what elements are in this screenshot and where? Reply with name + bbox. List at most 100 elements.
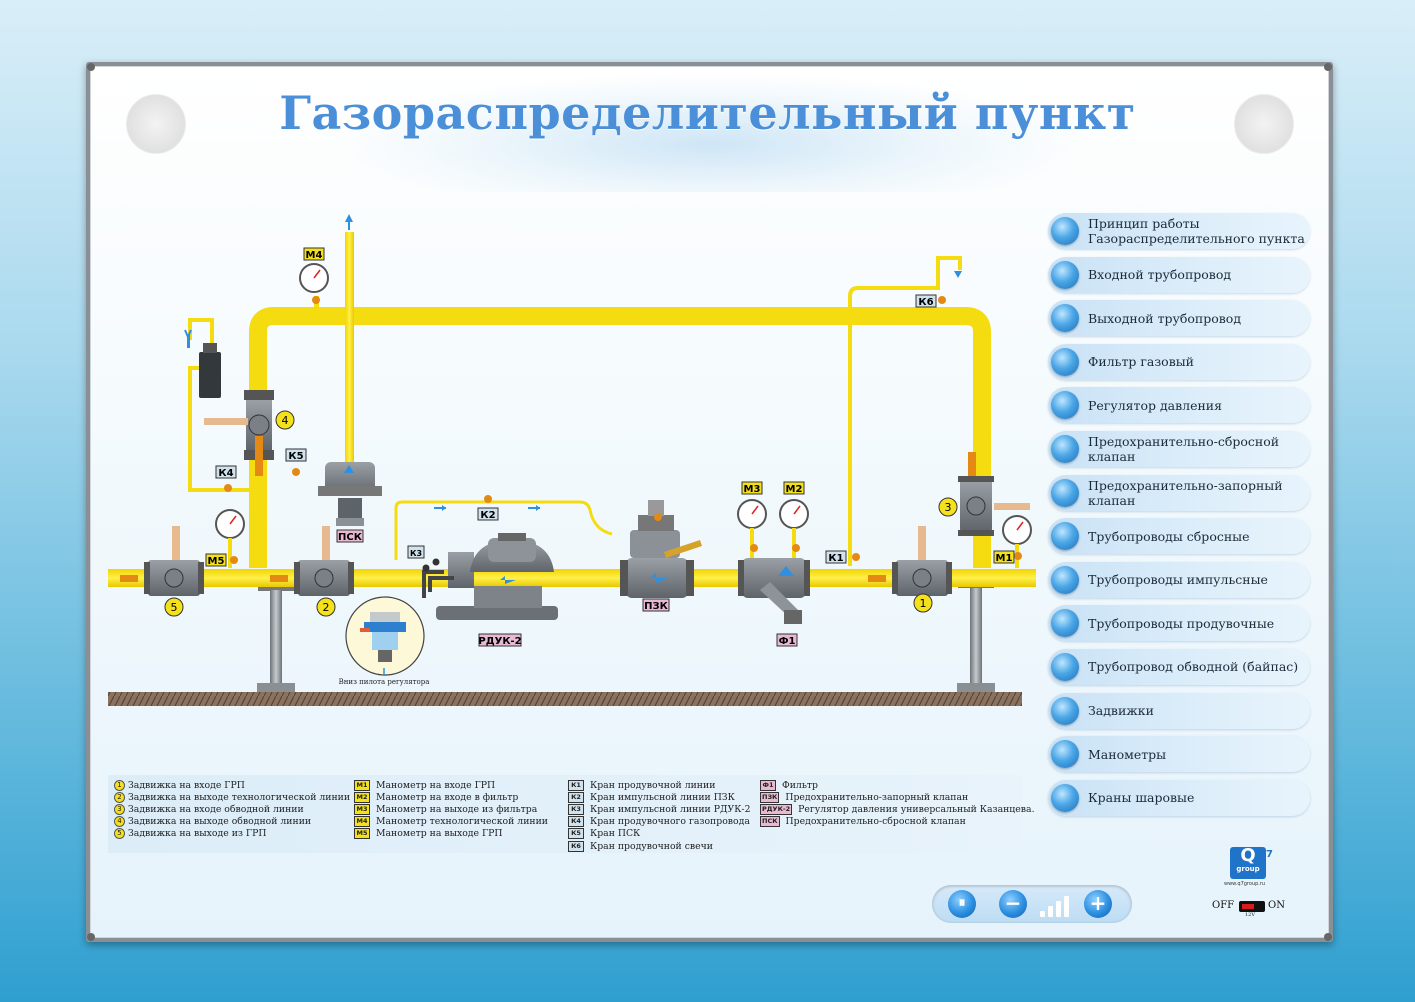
gas-filter: [738, 558, 810, 624]
gate-valve-3: [958, 452, 1030, 536]
tag-m3: М3: [744, 484, 761, 495]
menu-item[interactable]: Краны шаровые: [1048, 779, 1310, 816]
menu-item[interactable]: Предохранительно-запорный клапан: [1048, 474, 1310, 511]
pause-button[interactable]: ⏸: [948, 890, 976, 918]
manometer-m4: [299, 263, 329, 293]
bullet-icon: [1051, 217, 1079, 245]
menu-item-label: Входной трубопровод: [1088, 267, 1232, 283]
pilot-detail: [345, 596, 425, 676]
menu-item[interactable]: Выходной трубопровод: [1048, 300, 1310, 337]
menu-item[interactable]: Трубопровод обводной (байпас): [1048, 648, 1310, 685]
legend-tag: Ф1: [760, 779, 776, 791]
bullet-icon: [1051, 434, 1079, 463]
corner-screw: [87, 63, 95, 71]
menu-item[interactable]: Предохранительно-сбросной клапан: [1048, 430, 1310, 467]
power-switch[interactable]: OFF ON 12V: [1212, 899, 1292, 921]
psk-valve: [318, 462, 382, 526]
legend-tag: К5: [568, 828, 584, 840]
menu-item[interactable]: Манометры: [1048, 736, 1310, 773]
bullet-icon: [1051, 783, 1079, 812]
menu-item-label: Выходной трубопровод: [1088, 310, 1242, 326]
menu-item-label: Трубопроводы продувочные: [1088, 615, 1275, 631]
legend-row: М1 Манометр на входе ГРП: [354, 779, 548, 791]
vent-arrow-icon: [954, 271, 962, 278]
volume-up-button[interactable]: +: [1084, 890, 1112, 918]
playback-controls: ⏸ − +: [932, 885, 1132, 923]
ball-tap-icon: [792, 544, 800, 552]
bullet-icon: [1051, 304, 1079, 333]
bullet-icon: [1051, 609, 1079, 638]
page-title: Газораспределительный пункт: [279, 86, 1136, 140]
manometer-m5: [215, 509, 245, 568]
legend-text: Регулятор давления универсальный Казанце…: [798, 803, 1035, 815]
menu-item[interactable]: Трубопроводы продувочные: [1048, 605, 1310, 642]
power-toggle[interactable]: [1239, 901, 1265, 912]
legend-text: Кран продувочного газопровода: [590, 816, 750, 828]
legend-text: Манометр на входе ГРП: [376, 779, 496, 791]
menu-item[interactable]: Регулятор давления: [1048, 387, 1310, 424]
tag-k6: К6: [918, 297, 933, 308]
legend-text: Манометр на выходе ГРП: [376, 828, 503, 840]
menu-item-label: Регулятор давления: [1088, 397, 1223, 413]
menu-item-label: Трубопроводы сбросные: [1088, 528, 1250, 544]
menu-item-label: Предохранительно-запорный клапан: [1088, 477, 1283, 508]
impulse-line: [394, 500, 613, 560]
gate-valve-5: [120, 526, 204, 596]
tag-k5: К5: [288, 451, 303, 462]
bullet-icon: [1051, 696, 1079, 725]
bullet-icon: [1051, 478, 1079, 507]
num-4: 4: [282, 414, 289, 427]
tag-rduk: РДУК-2: [478, 636, 521, 647]
legend-text: Задвижка на выходе обводной линии: [128, 816, 312, 828]
tag-m4: М4: [306, 250, 323, 261]
tag-m1: М1: [996, 553, 1013, 564]
bullet-icon: [1051, 260, 1079, 289]
legend-tag: М1: [354, 779, 370, 791]
menu-item[interactable]: Трубопроводы импульсные: [1048, 561, 1310, 598]
legend-text: Кран ПСК: [590, 828, 641, 840]
legend-tag: М4: [354, 816, 370, 828]
menu-item[interactable]: Входной трубопровод: [1048, 256, 1310, 293]
menu-item-label: Манометры: [1088, 746, 1167, 762]
psk-vent-pipe: [345, 232, 354, 472]
legend-tag: К1: [568, 779, 584, 791]
legend-text: Предохранительно-запорный клапан: [785, 791, 969, 803]
menu-item[interactable]: Трубопроводы сбросные: [1048, 518, 1310, 555]
corner-screw: [1324, 63, 1332, 71]
ball-tap-icon: [852, 553, 860, 561]
tag-k1: К1: [828, 553, 843, 564]
menu-item-label: Трубопроводы импульсные: [1088, 572, 1268, 588]
manometer-m3: [737, 499, 767, 558]
legend-text: Манометр на входе в фильтр: [376, 791, 519, 803]
volume-down-button[interactable]: −: [999, 890, 1027, 918]
speaker-right: [1234, 94, 1294, 154]
filter-canister: [199, 343, 221, 398]
menu-item-label: Краны шаровые: [1088, 790, 1195, 806]
legend-row: К5 Кран ПСК: [568, 828, 751, 840]
corner-screw: [87, 933, 95, 941]
tag-k4: К4: [218, 468, 233, 479]
menu-item-label: Фильтр газовый: [1088, 354, 1195, 370]
legend-text: Кран продувочной линии: [590, 779, 716, 791]
ball-tap-icon: [484, 495, 492, 503]
tag-m5: М5: [208, 556, 225, 567]
bypass-pipeline: [249, 307, 991, 568]
legend-tag: К4: [568, 816, 584, 828]
menu-item[interactable]: Фильтр газовый: [1048, 343, 1310, 380]
menu-item[interactable]: Задвижки: [1048, 692, 1310, 729]
bullet-icon: [1051, 391, 1079, 420]
